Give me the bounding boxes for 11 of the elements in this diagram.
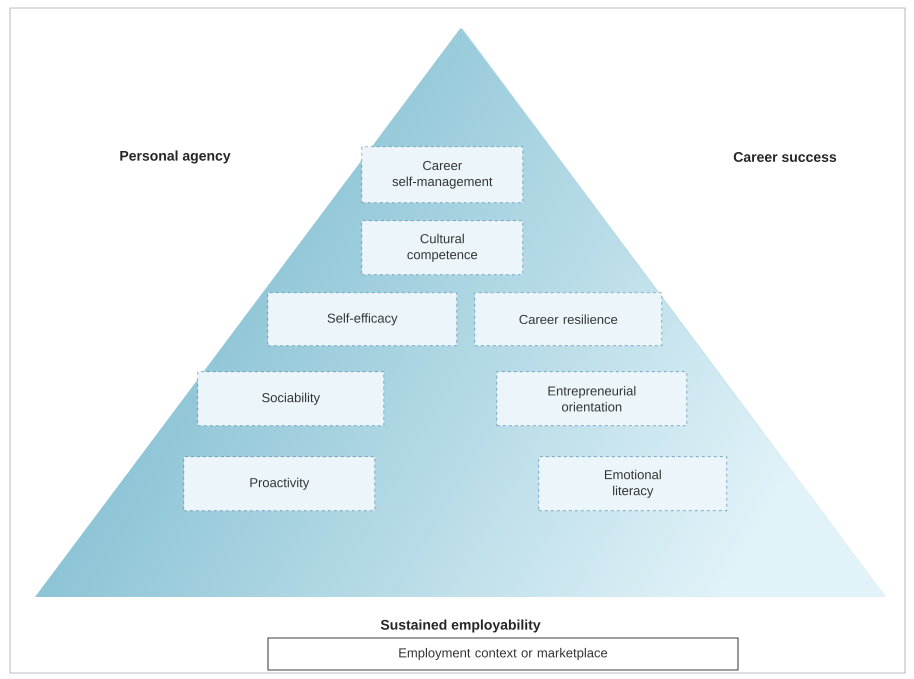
trait-box: Self-efficacy xyxy=(267,292,458,346)
trait-box: Career self-management xyxy=(361,146,524,204)
label: Personal agency xyxy=(120,150,231,164)
trait-box: Entrepreneurial orientation xyxy=(496,371,688,426)
label: Sustained employability xyxy=(380,619,541,632)
trait-box: Proactivity xyxy=(183,456,376,512)
trait-box: Sociability xyxy=(197,371,384,426)
trait-box: Career resilience xyxy=(474,292,662,346)
trait-box: Emotional literacy xyxy=(538,456,728,512)
label: Career success xyxy=(734,152,836,162)
trait-box: Cultural competence xyxy=(361,220,524,276)
